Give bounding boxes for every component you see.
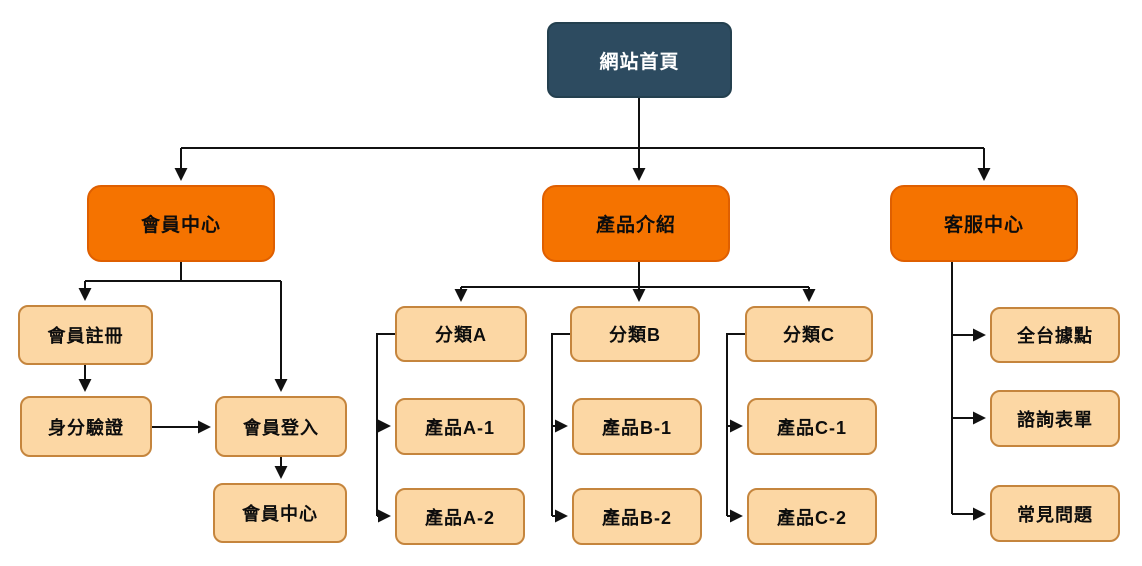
node-locations: 全台據點 — [990, 307, 1120, 363]
node-service-center: 客服中心 — [890, 185, 1078, 262]
edge-cat-a-bracket — [376, 333, 395, 516]
node-category-b-label: 分類B — [609, 325, 661, 345]
node-inquiry-form: 諮詢表單 — [990, 390, 1120, 447]
node-member-center-sub-label: 會員中心 — [242, 504, 318, 524]
node-service-center-label: 客服中心 — [943, 215, 1024, 236]
node-identity-verify-label: 身分驗證 — [48, 417, 124, 438]
node-identity-verify: 身分驗證 — [20, 396, 152, 457]
node-locations-label: 全台據點 — [1017, 326, 1093, 346]
node-products: 產品介紹 — [542, 185, 730, 262]
node-member-login: 會員登入 — [215, 396, 347, 457]
node-category-c-label: 分類C — [783, 325, 835, 345]
node-category-b: 分類B — [570, 306, 700, 362]
node-member-center-label: 會員中心 — [140, 215, 221, 236]
node-inquiry-form-label: 諮詢表單 — [1017, 409, 1093, 430]
node-faq: 常見問題 — [990, 485, 1120, 542]
node-home-label: 網站首頁 — [599, 51, 680, 73]
edge-cat-b-bracket — [551, 333, 570, 516]
node-product-c2-label: 產品C-2 — [776, 507, 847, 528]
node-home: 網站首頁 — [547, 22, 732, 98]
node-category-a: 分類A — [395, 306, 527, 362]
node-member-center-sub: 會員中心 — [213, 483, 347, 543]
node-faq-label: 常見問題 — [1017, 504, 1093, 525]
node-product-c1-label: 產品C-1 — [776, 417, 847, 438]
node-product-b2: 產品B-2 — [572, 488, 702, 545]
node-member-center: 會員中心 — [87, 185, 275, 262]
edge-cat-c-bracket — [726, 333, 745, 516]
node-member-register-label: 會員註冊 — [47, 326, 124, 346]
node-product-a2: 產品A-2 — [395, 488, 525, 545]
node-product-b1: 產品B-1 — [572, 398, 702, 455]
node-product-a1: 產品A-1 — [395, 398, 525, 455]
edge-lines — [78, 98, 991, 523]
node-product-c1: 產品C-1 — [747, 398, 877, 455]
node-product-c2: 產品C-2 — [747, 488, 877, 545]
node-member-register: 會員註冊 — [18, 305, 153, 365]
node-product-b2-label: 產品B-2 — [601, 507, 672, 528]
node-product-a2-label: 產品A-2 — [424, 507, 495, 528]
node-category-c: 分類C — [745, 306, 873, 362]
node-member-login-label: 會員登入 — [243, 417, 319, 438]
node-products-label: 產品介紹 — [595, 215, 676, 236]
node-category-a-label: 分類A — [435, 325, 487, 345]
node-product-a1-label: 產品A-1 — [424, 417, 495, 438]
node-product-b1-label: 產品B-1 — [601, 417, 672, 438]
